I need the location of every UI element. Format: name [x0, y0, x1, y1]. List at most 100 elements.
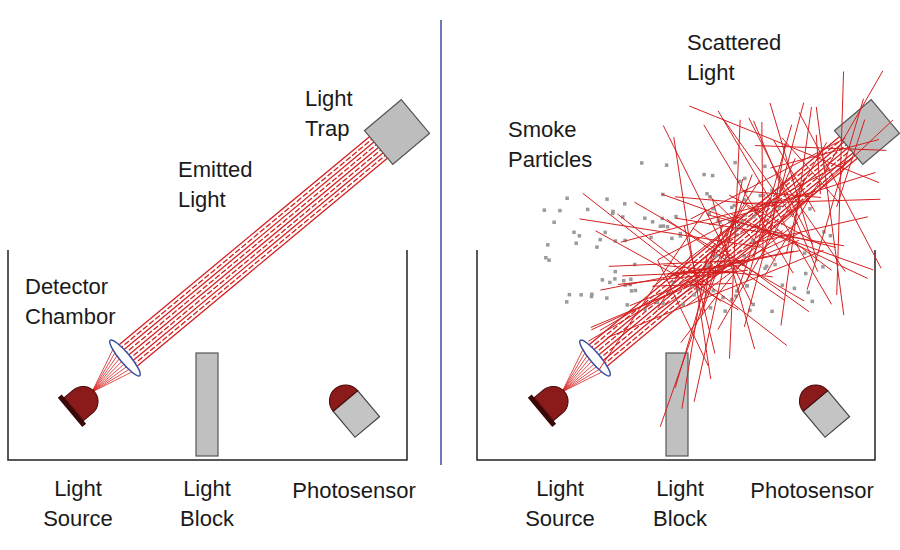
emitted-beam: [602, 150, 862, 366]
smoke-particle: [623, 202, 627, 206]
smoke-particle: [759, 194, 763, 198]
light-source-led: [528, 377, 577, 427]
smoke-particle: [605, 197, 609, 201]
emitted-beam: [132, 150, 392, 366]
light-cone: [562, 370, 605, 392]
scattered-light: [579, 71, 892, 427]
scattered-ray: [837, 72, 844, 295]
scattered-ray: [583, 193, 721, 301]
scattered-ray: [661, 194, 873, 270]
light-source-led: [58, 377, 107, 427]
smoke-particle: [608, 281, 612, 285]
scattered-ray: [658, 159, 851, 260]
scattered-ray: [749, 118, 813, 244]
emitted-beam: [118, 134, 378, 350]
smoke-particle: [793, 287, 797, 291]
smoke-particle: [763, 165, 767, 169]
part-label: Light Source: [43, 474, 113, 534]
smoke-particle: [651, 220, 655, 224]
smoke-particle: [743, 177, 747, 181]
scattered-ray: [670, 251, 794, 275]
scattered-ray: [591, 233, 800, 330]
smoke-particle: [781, 283, 785, 287]
scattered-ray: [675, 218, 844, 246]
light-block: [666, 353, 688, 456]
scattered-ray: [762, 122, 763, 259]
part-label: Light Source: [525, 474, 595, 534]
smoke-particle: [579, 293, 583, 297]
smoke-particle: [614, 270, 618, 274]
smoke-particle: [552, 221, 556, 225]
photosensor: [793, 378, 850, 437]
emitted-beam: [127, 145, 387, 361]
scattered-ray: [675, 197, 784, 207]
smoke-particle: [665, 163, 669, 167]
smoke-particle: [568, 293, 572, 297]
smoke-particle: [777, 206, 781, 210]
smoke-particle: [666, 225, 670, 229]
smoke-particle: [745, 284, 749, 288]
scattered-ray: [752, 158, 795, 257]
smoke-particle: [808, 207, 812, 211]
scattered-ray: [816, 107, 844, 315]
smoke-particle: [603, 231, 607, 235]
part-label: Emitted Light: [178, 155, 253, 215]
light-cone: [562, 367, 603, 392]
smoke-particle: [586, 208, 590, 212]
detector-chamber: [8, 250, 407, 460]
light-block: [196, 353, 218, 456]
smoke-particle: [640, 161, 644, 165]
smoke-particle: [613, 277, 617, 281]
smoke-particle: [546, 243, 550, 247]
scattered-ray: [591, 240, 799, 327]
smoke-particle: [662, 224, 666, 228]
emitted-beam: [123, 139, 383, 355]
smoke-particle: [590, 295, 594, 299]
smoke-particle: [821, 265, 825, 269]
led-body: [534, 380, 574, 420]
smoke-particle: [572, 231, 576, 235]
emitted-beam: [591, 137, 851, 353]
scattered-ray: [709, 173, 875, 225]
smoke-particle: [629, 277, 633, 281]
scattered-ray: [743, 199, 880, 203]
smoke-particle: [565, 196, 569, 200]
smoke-particle: [732, 204, 736, 208]
emitted-beam: [586, 131, 846, 347]
smoke-particle: [544, 256, 548, 259]
smoke-particle: [692, 293, 696, 297]
part-label: Light Trap: [305, 84, 353, 144]
scattered-ray: [600, 251, 799, 291]
scattered-ray: [596, 231, 739, 310]
scattered-ray: [658, 260, 709, 366]
part-label: Light Block: [653, 474, 707, 534]
light-cone: [92, 370, 135, 392]
smoke-particle: [773, 263, 777, 267]
smoke-particle: [806, 291, 810, 295]
detector-unit: [58, 100, 430, 456]
smoke-particle: [578, 234, 582, 238]
smoke-particle: [770, 310, 774, 314]
smoke-particle: [622, 279, 626, 283]
light-trap: [834, 100, 899, 165]
emitted-beam: [125, 142, 385, 358]
scattered-ray: [807, 99, 863, 290]
smoke-particle: [601, 278, 605, 282]
emitted-beam: [129, 147, 389, 363]
light-cone: [92, 364, 130, 392]
smoke-particle: [574, 241, 578, 245]
light-cone: [562, 364, 600, 392]
smoke-particle: [745, 284, 749, 288]
scattered-ray: [674, 196, 776, 282]
scattered-ray: [702, 174, 752, 312]
smoke-particle: [565, 300, 569, 304]
smoke-particle: [558, 209, 562, 213]
smoke-particle: [630, 289, 634, 293]
scattered-ray: [689, 106, 878, 183]
smoke-particle: [543, 208, 547, 212]
smoke-particle: [765, 265, 769, 269]
smoke-particle: [634, 289, 638, 293]
scattered-ray: [687, 222, 798, 305]
smoke-particle: [611, 212, 615, 216]
